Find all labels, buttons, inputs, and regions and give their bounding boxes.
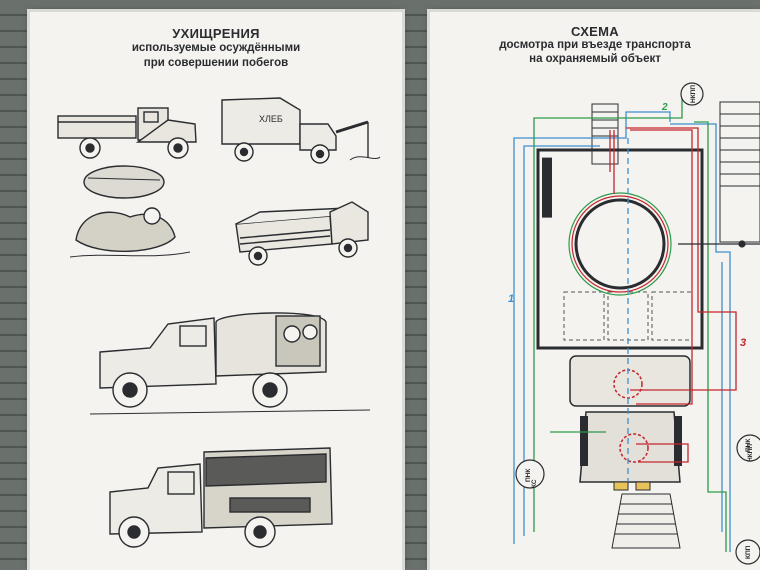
kpp-bottom-label: КПП xyxy=(745,545,752,559)
route-green xyxy=(533,96,727,552)
bread-van-sign: ХЛЕБ xyxy=(259,114,283,124)
inspection-circle xyxy=(574,198,666,290)
scheme-title: СХЕМА xyxy=(571,24,619,39)
poster-inspection-scheme: СХЕМА досмотра при въезде транспорта на … xyxy=(430,12,760,570)
scheme-subtitle-line1: досмотра при въезде транспорта xyxy=(499,39,691,51)
truck-hood xyxy=(579,411,681,483)
route-red xyxy=(609,127,737,463)
hidden-person-sacks-illustration xyxy=(69,165,191,258)
kpp-bottom-badge xyxy=(735,539,760,565)
pnk-nkpp-label-2: НКПП xyxy=(747,444,754,462)
pnk-ks-badge xyxy=(515,459,545,489)
flatbed-truck-illustration xyxy=(57,107,197,159)
nkpp-top-label: НКПП xyxy=(690,85,697,103)
poster-title: УХИЩРЕНИЯ xyxy=(172,26,260,41)
route-blue xyxy=(513,111,731,552)
poster-subtitle-line2: при совершении побегов xyxy=(143,57,289,69)
pnk-ks-label-2: КС xyxy=(531,479,538,488)
nkpp-top-badge xyxy=(680,82,704,106)
pnk-nkpp-badge xyxy=(736,434,760,462)
tanker-truck-illustration xyxy=(89,312,371,415)
route-3-label: 3 xyxy=(740,337,746,349)
route-2-label: 2 xyxy=(661,102,668,113)
inspection-diagram: НКПП 1 2 3 ПНК КС ПНК НКПП КПП xyxy=(508,82,760,565)
poster-subtitle-line1: используемые осуждёнными xyxy=(131,42,301,54)
open-bed-truck-illustration xyxy=(235,201,369,266)
truck-cab xyxy=(569,355,691,407)
bottom-stairs xyxy=(611,493,681,549)
side-mirror-left xyxy=(542,157,552,218)
box-van-illustration xyxy=(109,447,333,548)
pnk-nkpp-label-1: ПНК xyxy=(745,439,752,452)
truck-illustrations: ХЛЕБ xyxy=(57,97,381,548)
truck-cargo-box xyxy=(536,148,704,350)
right-stairs xyxy=(719,101,760,243)
pnk-ks-label-1: ПНК xyxy=(525,469,532,482)
bread-van-illustration xyxy=(221,97,381,164)
poster-tricks: УХИЩРЕНИЯ используемые осуждёнными при с… xyxy=(30,12,402,570)
scheme-subtitle-line2: на охраняемый объект xyxy=(529,53,661,65)
route-1-label: 1 xyxy=(508,293,514,305)
